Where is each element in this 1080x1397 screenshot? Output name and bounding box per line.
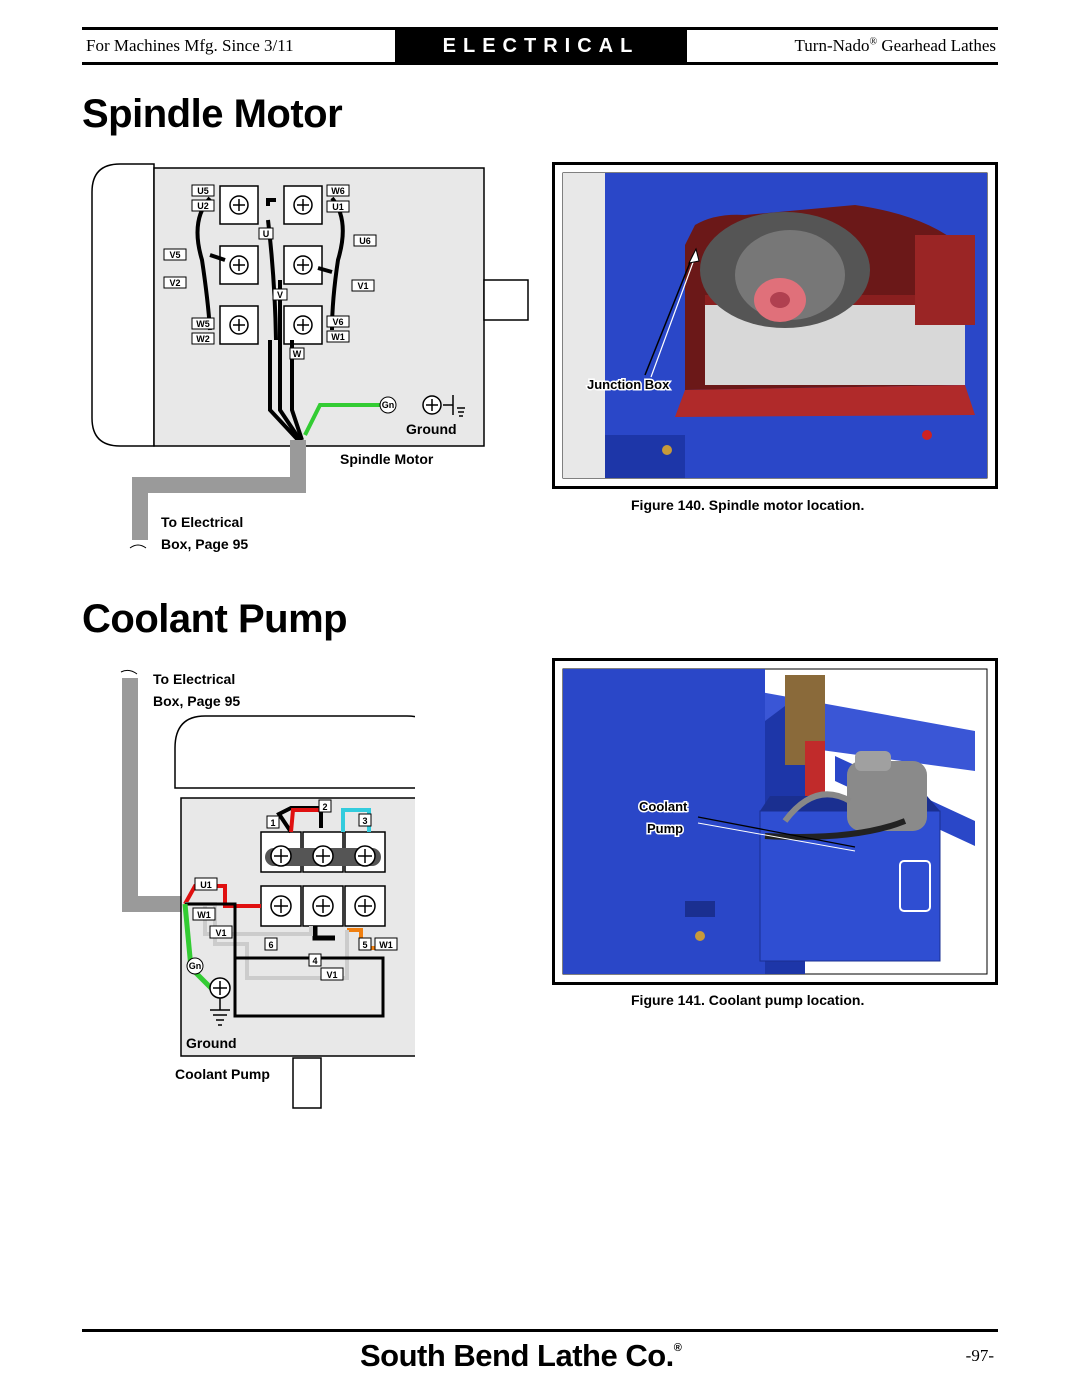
tag-v1: V1	[357, 281, 368, 291]
coolant-ground-label: Ground	[186, 1035, 237, 1051]
tag-u: U	[263, 229, 270, 239]
section-title-spindle-motor: Spindle Motor	[82, 92, 343, 136]
tag-w1-coolant: W1	[197, 910, 211, 920]
tag-6: 6	[268, 940, 273, 950]
coolant-callout-line1: Coolant	[639, 799, 688, 814]
tag-v6: V6	[332, 317, 343, 327]
tag-v1-coolant-b: V1	[326, 970, 337, 980]
tag-u5: U5	[197, 186, 209, 196]
tag-v5: V5	[169, 250, 180, 260]
tag-v: V	[277, 290, 283, 300]
tag-u1: U1	[332, 202, 344, 212]
coolant-pump-photo: Coolant Pump	[552, 658, 998, 985]
brand-logo: South Bend Lathe Co.®	[360, 1338, 682, 1373]
coolant-to-electrical-line2: Box, Page 95	[153, 693, 240, 709]
tag-w2: W2	[196, 334, 210, 344]
figure-140-caption: Figure 140. Spindle motor location.	[631, 497, 865, 513]
tag-u6: U6	[359, 236, 371, 246]
tag-v1-coolant-a: V1	[215, 928, 226, 938]
tag-u1-coolant: U1	[200, 880, 212, 890]
gn-label-coolant: Gn	[189, 961, 202, 971]
spindle-motor-wiring-diagram: Gn U5 U2 V5 V2 W5 W2 W6 U1 U6 V1 V6 W1 U…	[91, 163, 529, 552]
figure-141-caption: Figure 141. Coolant pump location.	[631, 992, 865, 1008]
coolant-to-electrical-line1: To Electrical	[153, 671, 235, 687]
tag-w6: W6	[331, 186, 345, 196]
header-left-text: For Machines Mfg. Since 3/11	[86, 36, 294, 55]
tag-2: 2	[322, 802, 327, 812]
tag-3: 3	[362, 816, 367, 826]
tag-4: 4	[312, 956, 317, 966]
tag-w1-coolant-b: W1	[379, 940, 393, 950]
section-title-coolant-pump: Coolant Pump	[82, 597, 348, 641]
junction-box-callout: Junction Box	[587, 377, 670, 392]
spindle-motor-label: Spindle Motor	[340, 451, 434, 467]
tag-1: 1	[270, 818, 275, 828]
tag-w: W	[293, 349, 302, 359]
to-electrical-box-line1: To Electrical	[161, 514, 243, 530]
spindle-motor-photo: Junction Box	[552, 162, 998, 489]
to-electrical-box-line2: Box, Page 95	[161, 536, 248, 552]
gn-label: Gn	[382, 400, 395, 410]
tag-5: 5	[362, 940, 367, 950]
coolant-callout-line2: Pump	[647, 821, 683, 836]
header-section-tab: ELECTRICAL	[395, 27, 687, 65]
tag-w1: W1	[331, 332, 345, 342]
footer-rule	[82, 1329, 998, 1332]
header-right-text: Turn-Nado® Gearhead Lathes	[794, 36, 996, 55]
coolant-pump-label: Coolant Pump	[175, 1066, 270, 1082]
tag-u2: U2	[197, 201, 209, 211]
ground-label: Ground	[406, 421, 457, 437]
coolant-pump-wiring-diagram: Gn 1 2 3 4 5 6 U1 W1 V1 V1 W1 To Electri…	[120, 669, 415, 1109]
tag-v2: V2	[169, 278, 180, 288]
tag-w5: W5	[196, 319, 210, 329]
page-number: -97-	[965, 1346, 994, 1365]
